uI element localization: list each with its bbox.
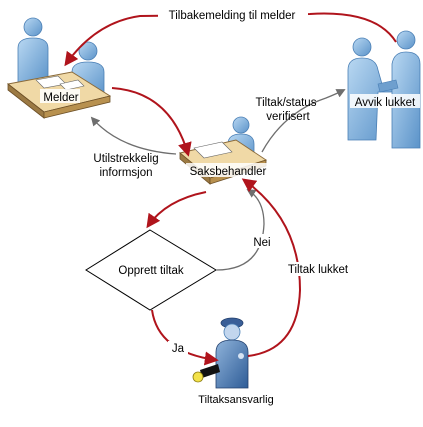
- insufficient-label-1: Utilstrekkelig: [93, 153, 158, 165]
- reporter-label-bg: [40, 89, 80, 103]
- case-handler-label: Saksbehandler: [190, 166, 267, 178]
- closed-label: Avvik lukket: [355, 97, 416, 109]
- arrow-verified: [261, 89, 346, 153]
- responsible-figure: [192, 317, 249, 389]
- verified-label-1: Tiltak/status: [256, 97, 317, 109]
- closed-edge-label-bg: [280, 262, 356, 276]
- arrow-handler-to-decision: [146, 191, 207, 229]
- closed-label-bg: [350, 94, 420, 108]
- arrow-insufficient: [90, 116, 177, 155]
- closed-edge-label: Tiltak lukket: [288, 264, 349, 276]
- feedback-label-bg: [158, 8, 308, 22]
- arrow-closed: [241, 178, 302, 357]
- reporter-label: Melder: [43, 92, 78, 104]
- verified-label-2: verifisert: [266, 111, 310, 123]
- yes-label-bg: [168, 341, 188, 355]
- yes-label: Ja: [172, 343, 185, 355]
- feedback-label: Tilbakemelding til melder: [169, 10, 296, 22]
- arrow-no: [215, 189, 265, 271]
- no-label-bg: [251, 234, 275, 248]
- arrow-reporter-to-handler: [111, 87, 192, 157]
- no-label: Nei: [253, 237, 270, 249]
- case-handler-label-bg: [186, 163, 270, 177]
- reporter-figure: [6, 17, 112, 119]
- decision-diamond: [85, 229, 217, 311]
- decision-label: Opprett tiltak: [118, 265, 183, 277]
- closed-figure: [347, 30, 421, 149]
- responsible-label: Tiltaksansvarlig: [198, 394, 273, 406]
- insufficient-label-2: informsjon: [99, 167, 152, 179]
